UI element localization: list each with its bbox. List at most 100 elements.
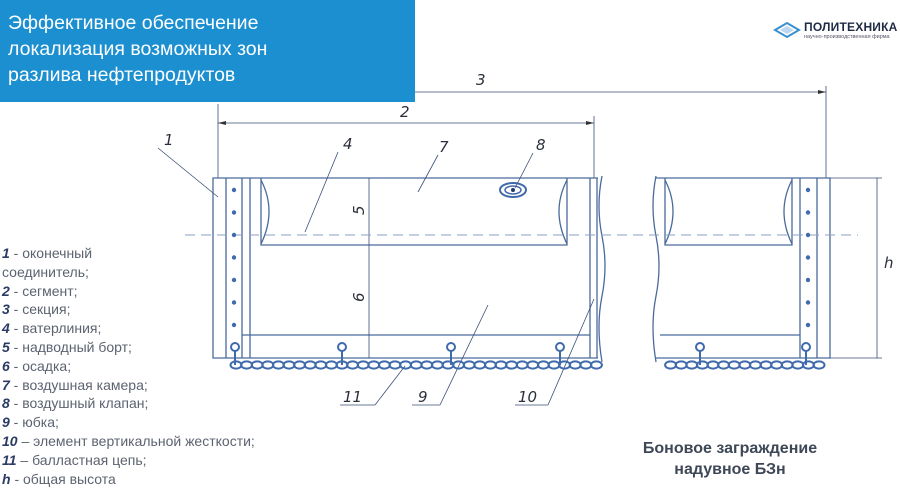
- connector-rivet: [805, 277, 811, 283]
- label-6: 6: [350, 292, 368, 302]
- chain-link: [483, 360, 497, 370]
- connector-rivet: [231, 255, 237, 260]
- chain-link: [271, 360, 285, 370]
- chain-link: [674, 360, 688, 370]
- legend-number: 9: [2, 414, 10, 431]
- chain-link: [420, 360, 434, 370]
- connector-rivet: [231, 277, 237, 283]
- ballast-eye: [801, 342, 811, 352]
- chain-link: [579, 360, 593, 370]
- chain-link: [377, 360, 391, 370]
- chain-link: [526, 360, 540, 370]
- legend-text: - осадка;: [9, 357, 72, 374]
- legend-text: - общая высота: [10, 470, 116, 487]
- chain-link: [430, 360, 444, 370]
- legend-number: 1: [2, 245, 10, 261]
- title-line: Эффективное обеспечение: [8, 12, 259, 34]
- legend-number: 10: [2, 432, 18, 449]
- title-line: разлива нефтепродуктов: [8, 64, 236, 86]
- legend-text: – элемент вертикальной жесткости;: [17, 432, 255, 449]
- chain-link: [664, 360, 678, 370]
- ballast-chain: [229, 187, 826, 370]
- chain-link: [367, 360, 381, 370]
- legend-text: - сегмент;: [9, 282, 78, 299]
- label-8: 8: [536, 136, 546, 154]
- connector-rivet: [805, 300, 811, 305]
- legend-item: 11 – балластная цепь;: [2, 451, 255, 470]
- logo-icon: [773, 21, 801, 39]
- label-7: 7: [439, 138, 449, 156]
- legend-item: 3 - секция;: [2, 300, 255, 319]
- chain-link: [738, 360, 752, 370]
- drawing-lines: [157, 86, 882, 406]
- chain-link: [685, 360, 699, 370]
- legend-item: 4 - ватерлиния;: [2, 319, 255, 338]
- dimension-labels: 1 2 3 4 5 6 7 8 9 10 11 h: [164, 71, 894, 406]
- legend-number: 11: [2, 451, 17, 468]
- caption-line: Боновое заграждение: [642, 440, 818, 457]
- chain-link: [452, 360, 466, 370]
- chain-link: [505, 360, 519, 370]
- connector-rivet: [231, 232, 237, 238]
- legend-item: 1 - оконечный: [2, 244, 255, 263]
- legend-number: 4: [2, 320, 10, 337]
- legend-item: 10 – элемент вертикальной жесткости;: [2, 432, 255, 451]
- legend-text: - надводный борт;: [9, 338, 132, 355]
- legend-text: - секция;: [9, 301, 71, 318]
- ballast-eye: [446, 342, 456, 352]
- legend-item: соединитель;: [2, 263, 255, 282]
- chain-link: [759, 360, 773, 370]
- legend-number: 6: [2, 357, 10, 374]
- legend-item: 9 - юбка;: [2, 413, 255, 432]
- legend-text: – балластная цепь;: [16, 451, 147, 468]
- label-1: 1: [164, 131, 174, 149]
- legend-item: 5 - надводный борт;: [2, 338, 255, 357]
- logo-name: ПОЛИТЕХНИКА: [804, 20, 898, 34]
- connector-rivet: [805, 322, 811, 328]
- chain-link: [473, 360, 487, 370]
- legend-text: - юбка;: [9, 414, 59, 431]
- chain-link: [812, 360, 826, 370]
- chain-link: [515, 360, 529, 370]
- label-10: 10: [518, 388, 537, 406]
- chain-link: [282, 360, 296, 370]
- chain-link: [293, 360, 307, 370]
- legend-text: - ватерлиния;: [9, 320, 102, 337]
- chain-link: [536, 360, 550, 370]
- chain-link: [356, 360, 370, 370]
- chain-link: [727, 360, 741, 370]
- legend-number: 8: [2, 395, 10, 412]
- chain-link: [717, 360, 731, 370]
- legend-text: - воздушный клапан;: [9, 395, 149, 412]
- ballast-eye: [695, 342, 705, 352]
- label-9: 9: [418, 388, 428, 406]
- caption: Боновое заграждение надувное БЗн: [600, 438, 860, 480]
- chain-link: [346, 360, 360, 370]
- legend-item: h - общая высота: [2, 470, 255, 489]
- chain-link: [547, 360, 561, 370]
- legend-text: - оконечный: [9, 245, 93, 261]
- chain-link: [748, 360, 762, 370]
- ballast-eye: [230, 342, 240, 352]
- connector-rivet: [231, 187, 237, 193]
- chain-link: [314, 360, 328, 370]
- connector-rivet: [805, 187, 811, 193]
- legend-item: 7 - воздушная камера;: [2, 376, 255, 395]
- chain-link: [324, 360, 338, 370]
- chain-link: [568, 360, 582, 370]
- chain-link: [695, 360, 709, 370]
- legend-text: - воздушная камера;: [9, 376, 148, 393]
- ballast-eye: [555, 342, 565, 352]
- connector-rivet: [805, 232, 811, 238]
- chain-link: [388, 360, 402, 370]
- label-4: 4: [343, 135, 353, 153]
- label-5: 5: [350, 205, 368, 215]
- legend-item: 6 - осадка;: [2, 357, 255, 376]
- label-3: 3: [476, 71, 486, 89]
- legend-number: 3: [2, 301, 10, 318]
- chain-link: [589, 360, 603, 370]
- legend-item: 8 - воздушный клапан;: [2, 394, 255, 413]
- legend-item: 2 - сегмент;: [2, 282, 255, 301]
